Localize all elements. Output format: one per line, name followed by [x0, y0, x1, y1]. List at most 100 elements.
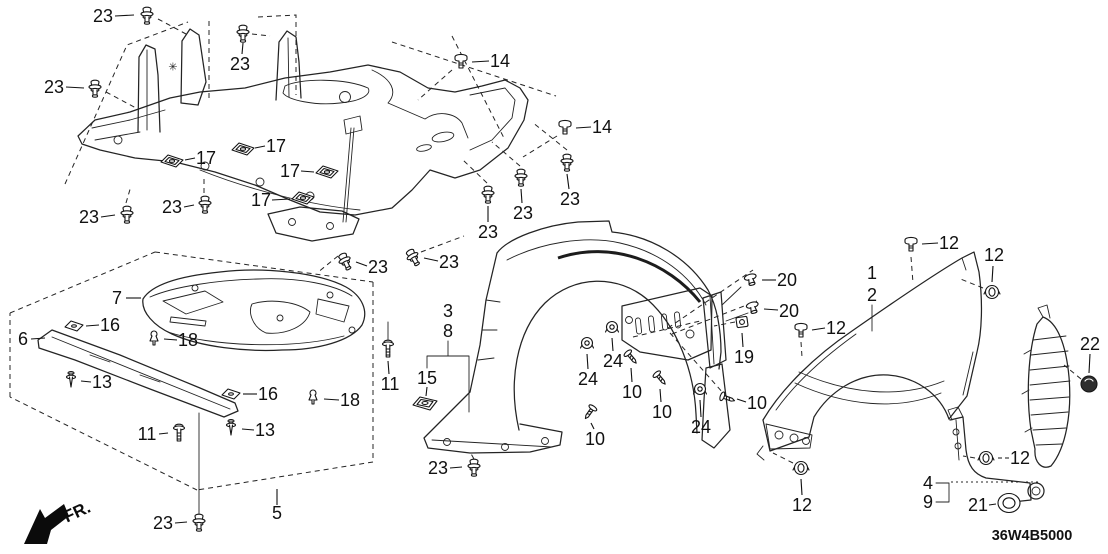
callout-leader-line: [158, 432, 169, 435]
callout-label: 11: [381, 374, 400, 394]
callout-label: 10: [585, 429, 605, 449]
clip-plate-small-icon: [64, 320, 84, 332]
callout-leader-line: [241, 428, 255, 431]
callout-11: 11: [138, 423, 186, 444]
callout-label: 17: [251, 190, 271, 210]
push-clip-icon: [481, 185, 495, 204]
callout-leader-line: [100, 214, 116, 218]
callout-leader-line: [300, 170, 315, 173]
callout-leader-line: [80, 380, 92, 383]
callout-label: 12: [984, 245, 1004, 265]
fr-label: FR.: [61, 498, 94, 527]
callout-17: 17: [231, 136, 286, 156]
callout-leader-line: [630, 367, 633, 383]
callout-label: 11: [138, 424, 157, 444]
callout-20: 20: [745, 301, 799, 321]
callout-label: 23: [368, 257, 388, 277]
callout-label: 4: [923, 473, 933, 493]
callout-bracket-lines: [426, 304, 1038, 503]
callout-leader-line: [611, 337, 614, 352]
callout-leader-line: [323, 398, 340, 401]
flange-nut-icon: [579, 336, 595, 350]
push-clip-icon: [467, 458, 481, 477]
callout-label: 5: [272, 503, 282, 523]
flange-nut-icon: [604, 320, 620, 334]
callout-leader-line: [811, 327, 826, 331]
fender-liner-part: [423, 220, 731, 454]
callout-label: 23: [513, 203, 533, 223]
callout-4: 4: [923, 473, 933, 493]
callout-23: 23: [153, 513, 206, 533]
bolt-icon: [904, 236, 918, 252]
callout-label: 18: [178, 330, 198, 350]
callout-14: 14: [454, 51, 510, 71]
callout-23: 23: [79, 205, 134, 227]
callout-label: 10: [622, 382, 642, 402]
callout-24: 24: [578, 336, 598, 389]
push-clip-icon: [198, 195, 212, 214]
callout-3: 3: [443, 301, 453, 321]
callout-20: 20: [743, 270, 797, 290]
push-clip-icon: [140, 6, 154, 25]
callout-11: 11: [381, 339, 400, 394]
callout-17: 17: [280, 161, 339, 181]
callout-23: 23: [44, 77, 102, 98]
callout-label: 13: [92, 372, 112, 392]
callout-label: 12: [939, 233, 959, 253]
push-clip-icon: [560, 153, 574, 172]
clip-plate-icon: [160, 154, 184, 168]
callout-label: 23: [162, 197, 182, 217]
callout-label: 23: [230, 54, 250, 74]
grommet-ring-icon: [997, 492, 1021, 514]
callout-18: 18: [149, 330, 198, 350]
clip-plate-icon: [231, 142, 255, 156]
callout-1: 1: [867, 263, 877, 283]
callout-leader-line: [991, 265, 994, 283]
callout-label: 17: [266, 136, 286, 156]
callout-13: 13: [225, 419, 275, 440]
callout-label: 23: [478, 222, 498, 242]
callout-leader-line: [590, 422, 595, 430]
callout-leader-line: [163, 338, 178, 341]
callout-14: 14: [558, 117, 612, 137]
screw-icon: [719, 391, 736, 402]
callout-label: 23: [439, 252, 459, 272]
callout-12: 12: [794, 318, 846, 338]
callout-label: 19: [734, 347, 754, 367]
callout-leader-line: [741, 332, 744, 348]
callout-label: 18: [340, 390, 360, 410]
clip-plate-icon: [315, 165, 339, 179]
callout-9: 9: [923, 492, 933, 512]
callout-10: 10: [584, 404, 605, 449]
construction-lines: [9, 14, 1082, 517]
screw-grommet-icon: [308, 389, 318, 405]
push-clip-icon: [236, 24, 250, 43]
callout-leader-line: [575, 126, 592, 129]
fr-arrow-icon: [24, 504, 69, 544]
callout-leader-line: [174, 521, 188, 524]
callout-leader-line: [254, 145, 266, 149]
callout-23: 23: [93, 6, 154, 26]
bolt-icon: [794, 322, 808, 338]
callout-leader-line: [659, 388, 662, 403]
callout-leader-line: [183, 204, 195, 208]
screw-icon: [652, 370, 666, 385]
callout-12: 12: [983, 245, 1004, 300]
callout-leader-line: [566, 173, 570, 190]
callout-label: 23: [93, 6, 113, 26]
callout-18: 18: [308, 389, 360, 410]
callout-leader-line: [355, 261, 368, 267]
callout-23: 23: [428, 458, 481, 478]
callout-21: 21: [968, 492, 1021, 515]
callout-label: 24: [578, 369, 598, 389]
callout-16: 16: [221, 384, 278, 404]
callout-label: 10: [747, 393, 767, 413]
engine-undercover-part: [142, 269, 366, 352]
clip-plate-small-icon: [221, 388, 241, 400]
pin-clip-icon: [65, 371, 77, 388]
bolt-icon: [454, 53, 468, 69]
screw-icon: [584, 404, 598, 420]
reference-mark: ✳: [168, 61, 177, 74]
